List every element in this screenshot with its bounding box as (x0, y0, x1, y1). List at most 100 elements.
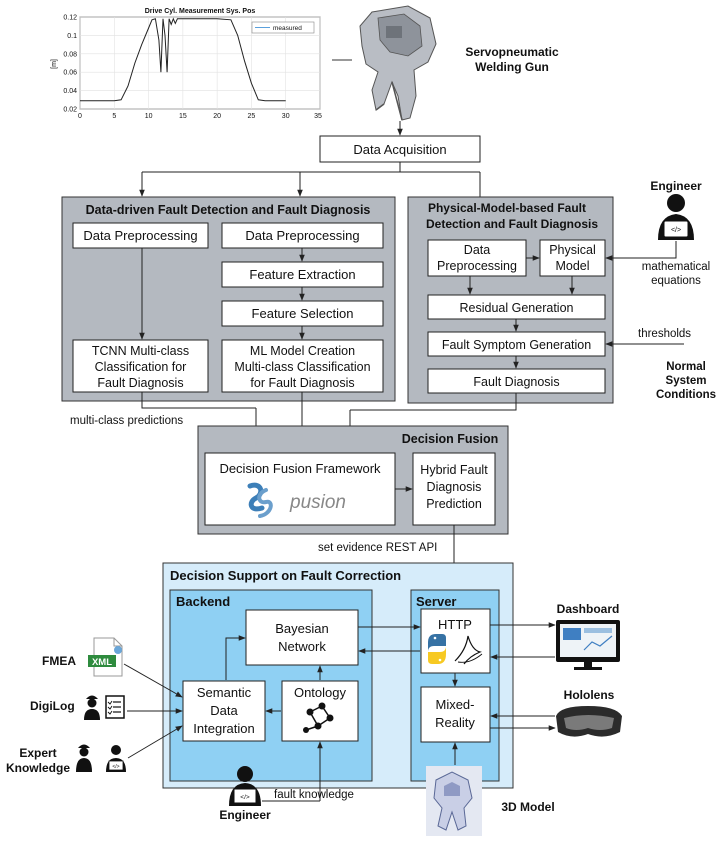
bayesian-network-label: Bayesian (275, 621, 328, 636)
mixed-reality-label: Mixed- (435, 697, 474, 712)
x-tick-label: 0 (78, 113, 82, 120)
fault-symptom-box (427, 331, 606, 357)
xml-file-icon: XML (88, 637, 123, 677)
feature-extraction-label: Feature Extraction (249, 267, 355, 282)
normal-conditions-label: System (666, 375, 707, 387)
engineer-bottom-icon: </> (229, 766, 261, 806)
ontology-box (281, 680, 359, 742)
physical-title: Detection and Fault Diagnosis (426, 217, 598, 231)
plot-legend-label: measured (273, 25, 302, 32)
normal-conditions-label: Normal (666, 361, 706, 373)
x-tick-label: 35 (314, 113, 322, 120)
code-glyph: </> (240, 794, 250, 801)
mathematical-equations-label: mathematical (642, 261, 710, 273)
y-tick-label: 0.06 (63, 70, 77, 77)
arrow (605, 241, 677, 261)
tcnn-box (72, 339, 209, 393)
arrow (225, 635, 246, 680)
hybrid-prediction-label: Hybrid Fault (420, 463, 488, 477)
fault-diagnosis-label: Fault Diagnosis (473, 375, 559, 389)
flask-logo-icon (454, 635, 483, 665)
welding-gun-label: Welding Gun (475, 60, 549, 74)
data-preprocessing-box-2 (221, 222, 384, 249)
data-preprocessing-label: Data Preprocessing (245, 228, 359, 243)
expert-knowledge-label: Expert (19, 746, 56, 760)
phys-data-preprocessing-label: Data (464, 243, 490, 257)
y-tick-label: 0.02 (63, 107, 77, 114)
feature-selection-label: Feature Selection (252, 306, 354, 321)
fault-symptom-label: Fault Symptom Generation (442, 338, 591, 352)
x-tick-label: 25 (248, 113, 256, 120)
expert-worker-icon (76, 744, 92, 772)
ml-model-label: ML Model Creation (250, 344, 355, 358)
x-tick-label: 20 (213, 113, 221, 120)
arrow (123, 663, 183, 698)
fault-knowledge-label: fault knowledge (274, 789, 354, 801)
arrow (127, 725, 183, 759)
xml-badge-text: XML (92, 657, 112, 668)
mixed-reality-label: Reality (435, 715, 475, 730)
engineer-label: Engineer (650, 179, 702, 193)
dashboard-label: Dashboard (557, 602, 620, 616)
feature-extraction-box (221, 261, 384, 288)
physical-model-box (539, 239, 606, 277)
x-tick-label: 30 (282, 113, 290, 120)
welding-gun-label: Servopneumatic (465, 45, 559, 59)
server-title: Server (416, 594, 456, 609)
y-tick-label: 0.12 (63, 15, 77, 22)
connector (350, 393, 517, 411)
hololens-headset-icon (556, 706, 622, 737)
ontology-graph-icon (303, 702, 334, 733)
physical-model-label: Model (555, 259, 589, 273)
data-acquisition-box (319, 135, 481, 163)
semantic-integration-label: Data (210, 703, 238, 718)
ml-model-box (221, 339, 384, 393)
pusion-wordmark: pusion (289, 492, 346, 513)
y-tick-label: 0.1 (67, 33, 77, 40)
engineer-bottom-label: Engineer (219, 808, 271, 822)
feature-selection-box (221, 300, 384, 327)
phys-data-preprocessing-label: Preprocessing (437, 259, 517, 273)
bayesian-network-label: Network (278, 639, 326, 654)
x-tick-label: 10 (145, 113, 153, 120)
tcnn-label: Classification for (95, 360, 187, 374)
decision-fusion-title: Decision Fusion (402, 432, 499, 446)
worker-icon (84, 695, 100, 720)
plot-grid (79, 16, 321, 110)
fault-diagnosis-box (427, 368, 606, 394)
y-tick-label: 0.08 (63, 51, 77, 58)
ml-model-label: for Fault Diagnosis (250, 376, 354, 390)
engineer-icon: </> (658, 194, 694, 240)
decision-support-title: Decision Support on Fault Correction (170, 568, 401, 583)
connector (141, 392, 256, 409)
python-logo-icon (428, 634, 446, 664)
pusion-logo-icon (247, 482, 273, 518)
backend-title: Backend (176, 594, 230, 609)
x-tick-label: 5 (112, 113, 116, 120)
3d-model-image (426, 766, 482, 836)
tcnn-label: Fault Diagnosis (97, 376, 183, 390)
checklist-icon (105, 695, 125, 719)
hybrid-prediction-label: Prediction (426, 497, 482, 511)
rest-api-label: set evidence REST API (318, 542, 437, 554)
residual-generation-box (427, 294, 606, 320)
semantic-integration-label: Integration (193, 721, 254, 736)
plot-title: Drive Cyl. Measurement Sys. Pos (145, 8, 256, 15)
semantic-integration-box (182, 680, 266, 742)
3d-model-label: 3D Model (501, 800, 554, 814)
welding-gun-image (332, 5, 437, 121)
plot-x-ticks: 0 5 10 15 20 25 30 35 (78, 113, 322, 120)
ml-model-label: Multi-class Classification (234, 360, 370, 374)
decision-fusion-framework-label: Decision Fusion Framework (219, 461, 381, 476)
http-label: HTTP (438, 617, 472, 632)
data-preprocessing-label: Data Preprocessing (83, 228, 197, 243)
bayesian-network-box (245, 609, 359, 666)
physical-title: Physical-Model-based Fault (428, 201, 586, 215)
code-glyph: </> (671, 227, 681, 234)
fmea-label: FMEA (42, 654, 76, 668)
digilog-label: DigiLog (30, 699, 75, 713)
mixed-reality-box (420, 686, 491, 743)
position-plot: Drive Cyl. Measurement Sys. Pos 0.12 0.1… (51, 8, 322, 120)
plot-y-ticks: 0.12 0.1 0.08 0.06 0.04 0.02 (63, 15, 77, 114)
